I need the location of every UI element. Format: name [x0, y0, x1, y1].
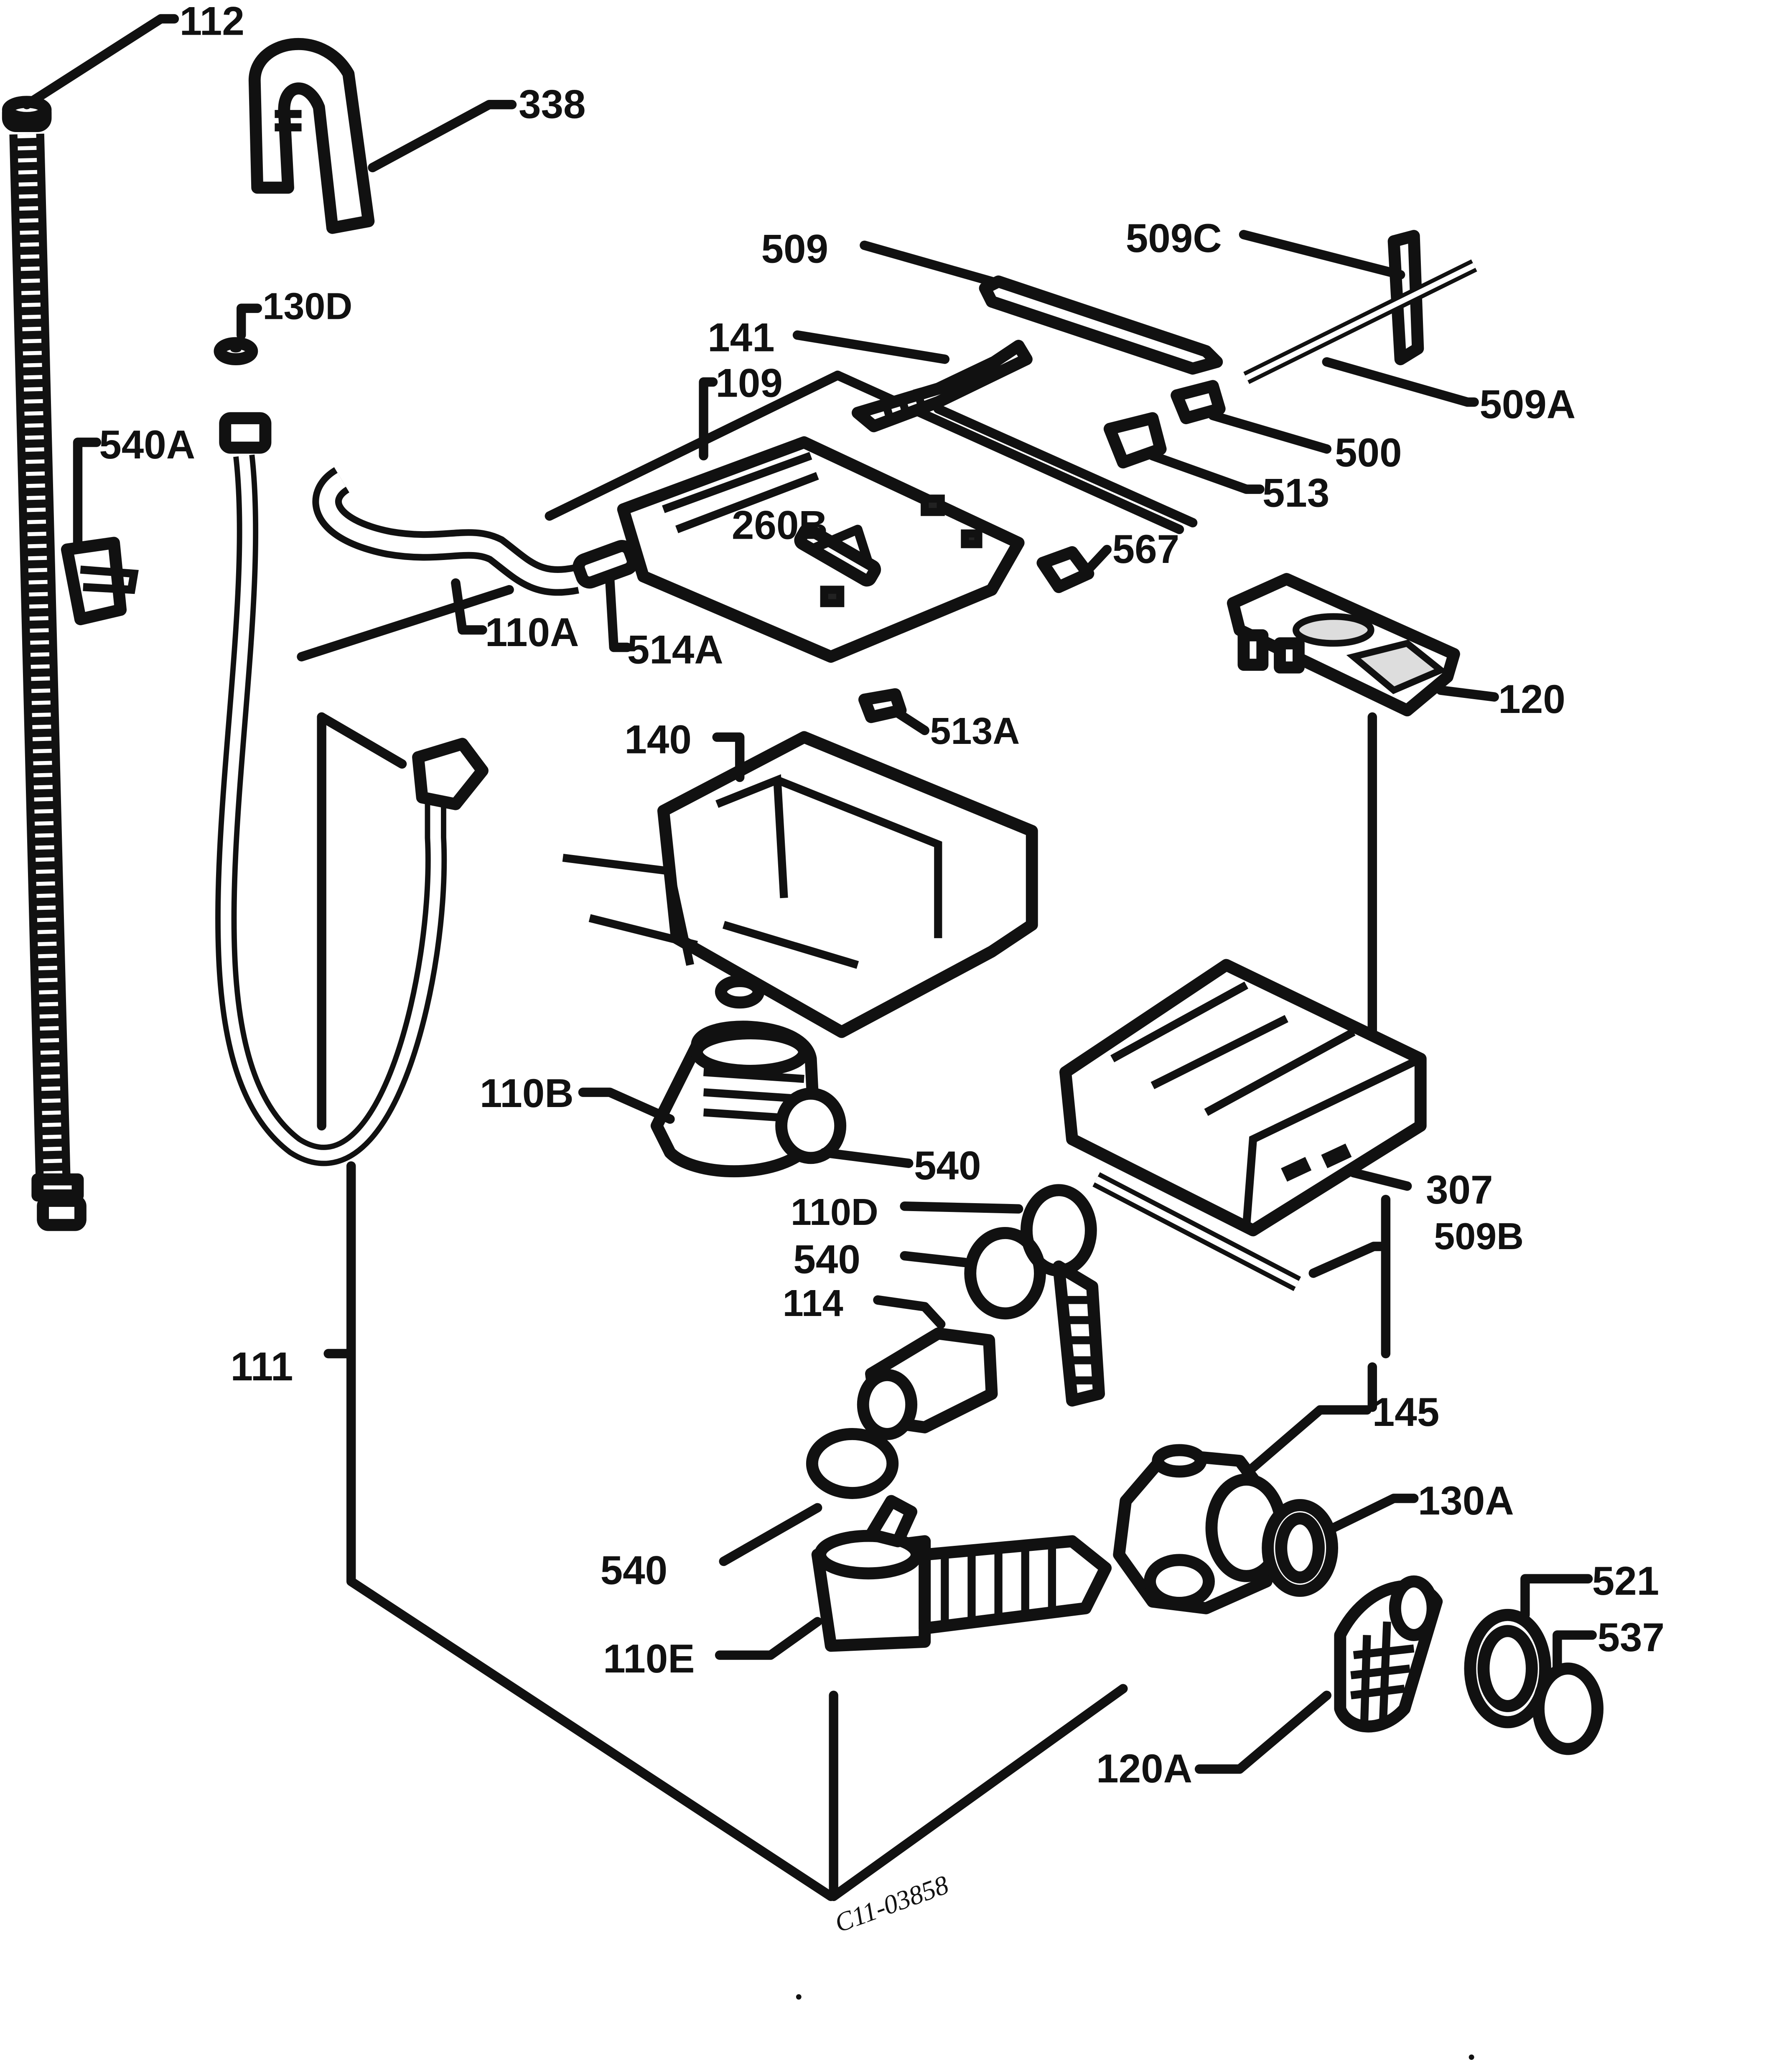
label-509a: 509A	[1479, 382, 1576, 427]
label-111: 111	[231, 1344, 293, 1389]
label-110e: 110E	[603, 1637, 695, 1681]
label-537: 537	[1598, 1615, 1665, 1660]
label-513a: 513A	[930, 710, 1020, 752]
gasket-537	[1532, 1630, 1604, 1755]
label-110d: 110D	[791, 1191, 878, 1233]
clamp-540-lower	[719, 1428, 899, 1566]
pump-114	[857, 1295, 998, 1440]
lever-509	[860, 240, 1223, 375]
hose-110d	[900, 1184, 1105, 1407]
label-540-a: 540	[914, 1143, 981, 1188]
hose-guide-338	[248, 38, 517, 234]
label-260b: 260B	[732, 503, 828, 547]
valve-500	[1171, 380, 1331, 454]
speck	[1469, 2054, 1474, 2060]
cabinet-outline	[297, 370, 1391, 1901]
speck	[796, 1994, 802, 2000]
label-509: 509	[761, 227, 828, 272]
fill-hose-111	[215, 412, 489, 1359]
link-260b	[806, 524, 873, 568]
hose-110a	[312, 467, 579, 635]
label-109: 109	[715, 361, 783, 405]
label-509b: 509B	[1434, 1216, 1524, 1257]
label-338: 338	[519, 82, 586, 127]
label-120: 120	[1498, 677, 1565, 722]
label-307: 307	[1426, 1168, 1493, 1212]
label-500: 500	[1335, 430, 1402, 475]
clamp-540-upper	[900, 1227, 1046, 1320]
bracket-513	[1103, 412, 1265, 494]
elbow-110b	[578, 1021, 914, 1178]
label-145: 145	[1372, 1390, 1440, 1435]
label-130d: 130D	[263, 285, 353, 327]
label-509c: 509C	[1126, 216, 1222, 261]
label-110a: 110A	[485, 610, 579, 655]
drawer-front-120	[1227, 573, 1499, 717]
detergent-drawer-307	[1059, 959, 1427, 1237]
label-514a: 514A	[627, 628, 723, 672]
part-labels: 112 338 509 509C 130D 141 109 509A 540A …	[99, 0, 1665, 1938]
label-120a: 120A	[1096, 1746, 1192, 1791]
washer-130d	[214, 303, 262, 365]
label-513: 513	[1262, 471, 1330, 515]
label-141: 141	[708, 315, 775, 360]
rod-509b	[1092, 1172, 1385, 1291]
rod-509c-509a	[1239, 230, 1479, 407]
label-540-c: 540	[601, 1548, 668, 1593]
label-540-b: 540	[793, 1237, 860, 1282]
clip-513a	[858, 688, 929, 736]
label-110b: 110B	[480, 1071, 574, 1116]
clip-567	[1036, 545, 1112, 593]
label-521: 521	[1592, 1559, 1660, 1604]
spring-rod-141	[792, 330, 1198, 528]
label-567: 567	[1112, 527, 1180, 572]
label-540a: 540A	[99, 423, 195, 467]
drain-hose-110e	[715, 1495, 1112, 1660]
dispenser-housing-140	[562, 731, 1038, 1038]
label-130a: 130A	[1418, 1479, 1514, 1523]
label-114: 114	[783, 1283, 843, 1324]
inlet-hose-112	[2, 14, 179, 1231]
pump-housing-145	[1113, 1405, 1372, 1614]
label-112: 112	[180, 0, 244, 44]
clip-540a	[61, 438, 139, 626]
label-140: 140	[624, 717, 692, 762]
seal-130a	[1262, 1494, 1419, 1597]
connector-514a	[573, 540, 639, 652]
cap-521	[1464, 1574, 1593, 1728]
filter-120a	[1194, 1575, 1443, 1774]
